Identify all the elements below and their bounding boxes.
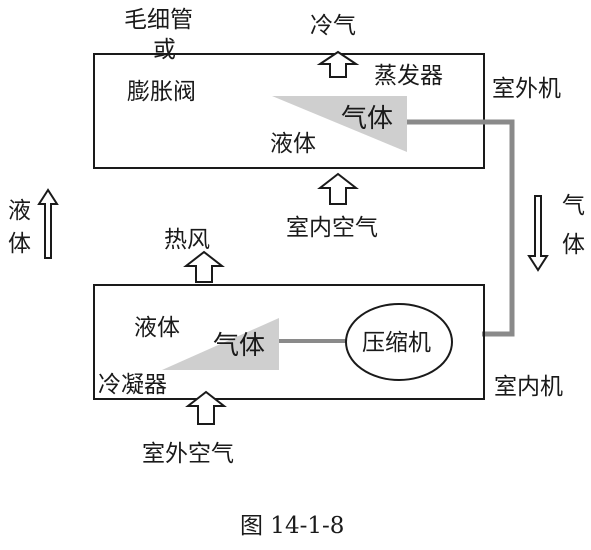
indoor-air-arrow xyxy=(317,172,359,205)
liquid-flow-label-1: 液 xyxy=(8,198,31,224)
evaporator-wedge xyxy=(272,96,407,152)
evaporator-liquid-label: 液体 xyxy=(270,131,316,157)
compressor-label: 压缩机 xyxy=(362,330,431,356)
evaporator-label: 蒸发器 xyxy=(374,63,443,89)
outdoor-unit-box xyxy=(93,53,485,169)
refrigerant-pipe xyxy=(407,119,515,337)
capillary-label-line2: 或 xyxy=(153,37,176,63)
condenser-liquid-label: 液体 xyxy=(134,315,180,341)
indoor-air-label: 室内空气 xyxy=(286,215,378,241)
hot-air-arrow xyxy=(183,250,225,283)
condenser-gas-label: 气体 xyxy=(213,331,265,361)
indoor-unit-label: 室内机 xyxy=(494,374,563,400)
hot-air-label: 热风 xyxy=(164,227,210,253)
gas-flow-label-2: 体 xyxy=(562,232,585,258)
figure-caption: 图 14-1-8 xyxy=(240,513,344,539)
evaporator-gas-label: 气体 xyxy=(341,104,393,134)
liquid-flow-label-2: 体 xyxy=(8,231,31,257)
outdoor-unit-label: 室外机 xyxy=(492,76,561,102)
outdoor-air-label: 室外空气 xyxy=(142,441,234,467)
capillary-label-line3: 膨胀阀 xyxy=(127,79,196,105)
gas-flow-arrow xyxy=(527,195,549,272)
liquid-flow-arrow xyxy=(37,188,59,259)
gas-flow-label-1: 气 xyxy=(562,193,585,219)
outdoor-air-arrow xyxy=(185,390,227,425)
indoor-unit-box xyxy=(93,284,485,400)
condenser-label: 冷凝器 xyxy=(98,372,167,398)
condenser-wedge xyxy=(162,318,279,370)
cold-air-label: 冷气 xyxy=(310,13,356,39)
compressor xyxy=(345,303,453,381)
cold-air-arrow xyxy=(316,50,360,78)
capillary-label-line1: 毛细管 xyxy=(124,7,193,33)
